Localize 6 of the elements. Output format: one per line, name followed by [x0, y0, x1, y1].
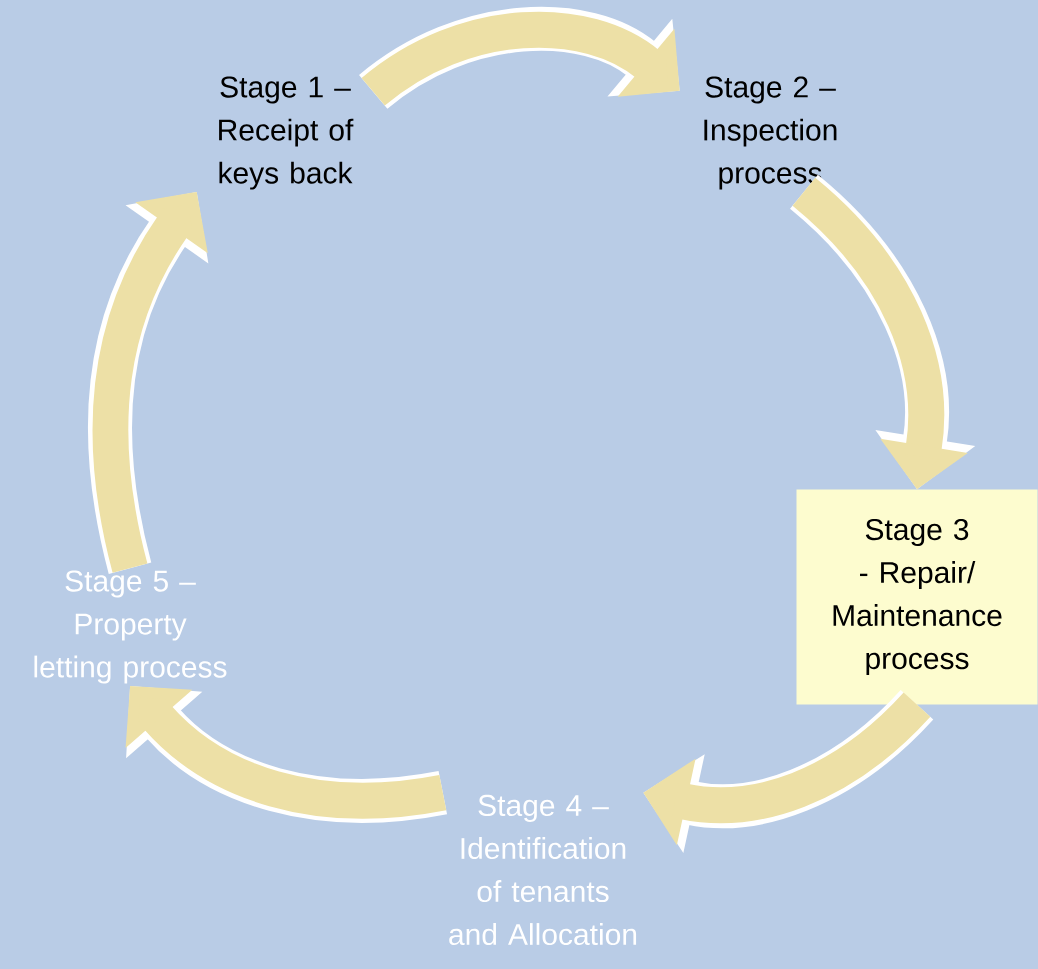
process-box: Stage 3 - Repair/ Maintenance process — [796, 489, 1038, 705]
stage-label: Stage 2 – Inspection process — [704, 76, 837, 190]
curved-arrow — [359, 6, 680, 110]
stage-label: Stage 4 – Identification of tenants and Allocation — [449, 794, 637, 946]
stage-label: Stage 1 – Receipt of keys back — [219, 76, 354, 190]
stage-label: Stage 5 – Property letting process — [34, 570, 227, 684]
